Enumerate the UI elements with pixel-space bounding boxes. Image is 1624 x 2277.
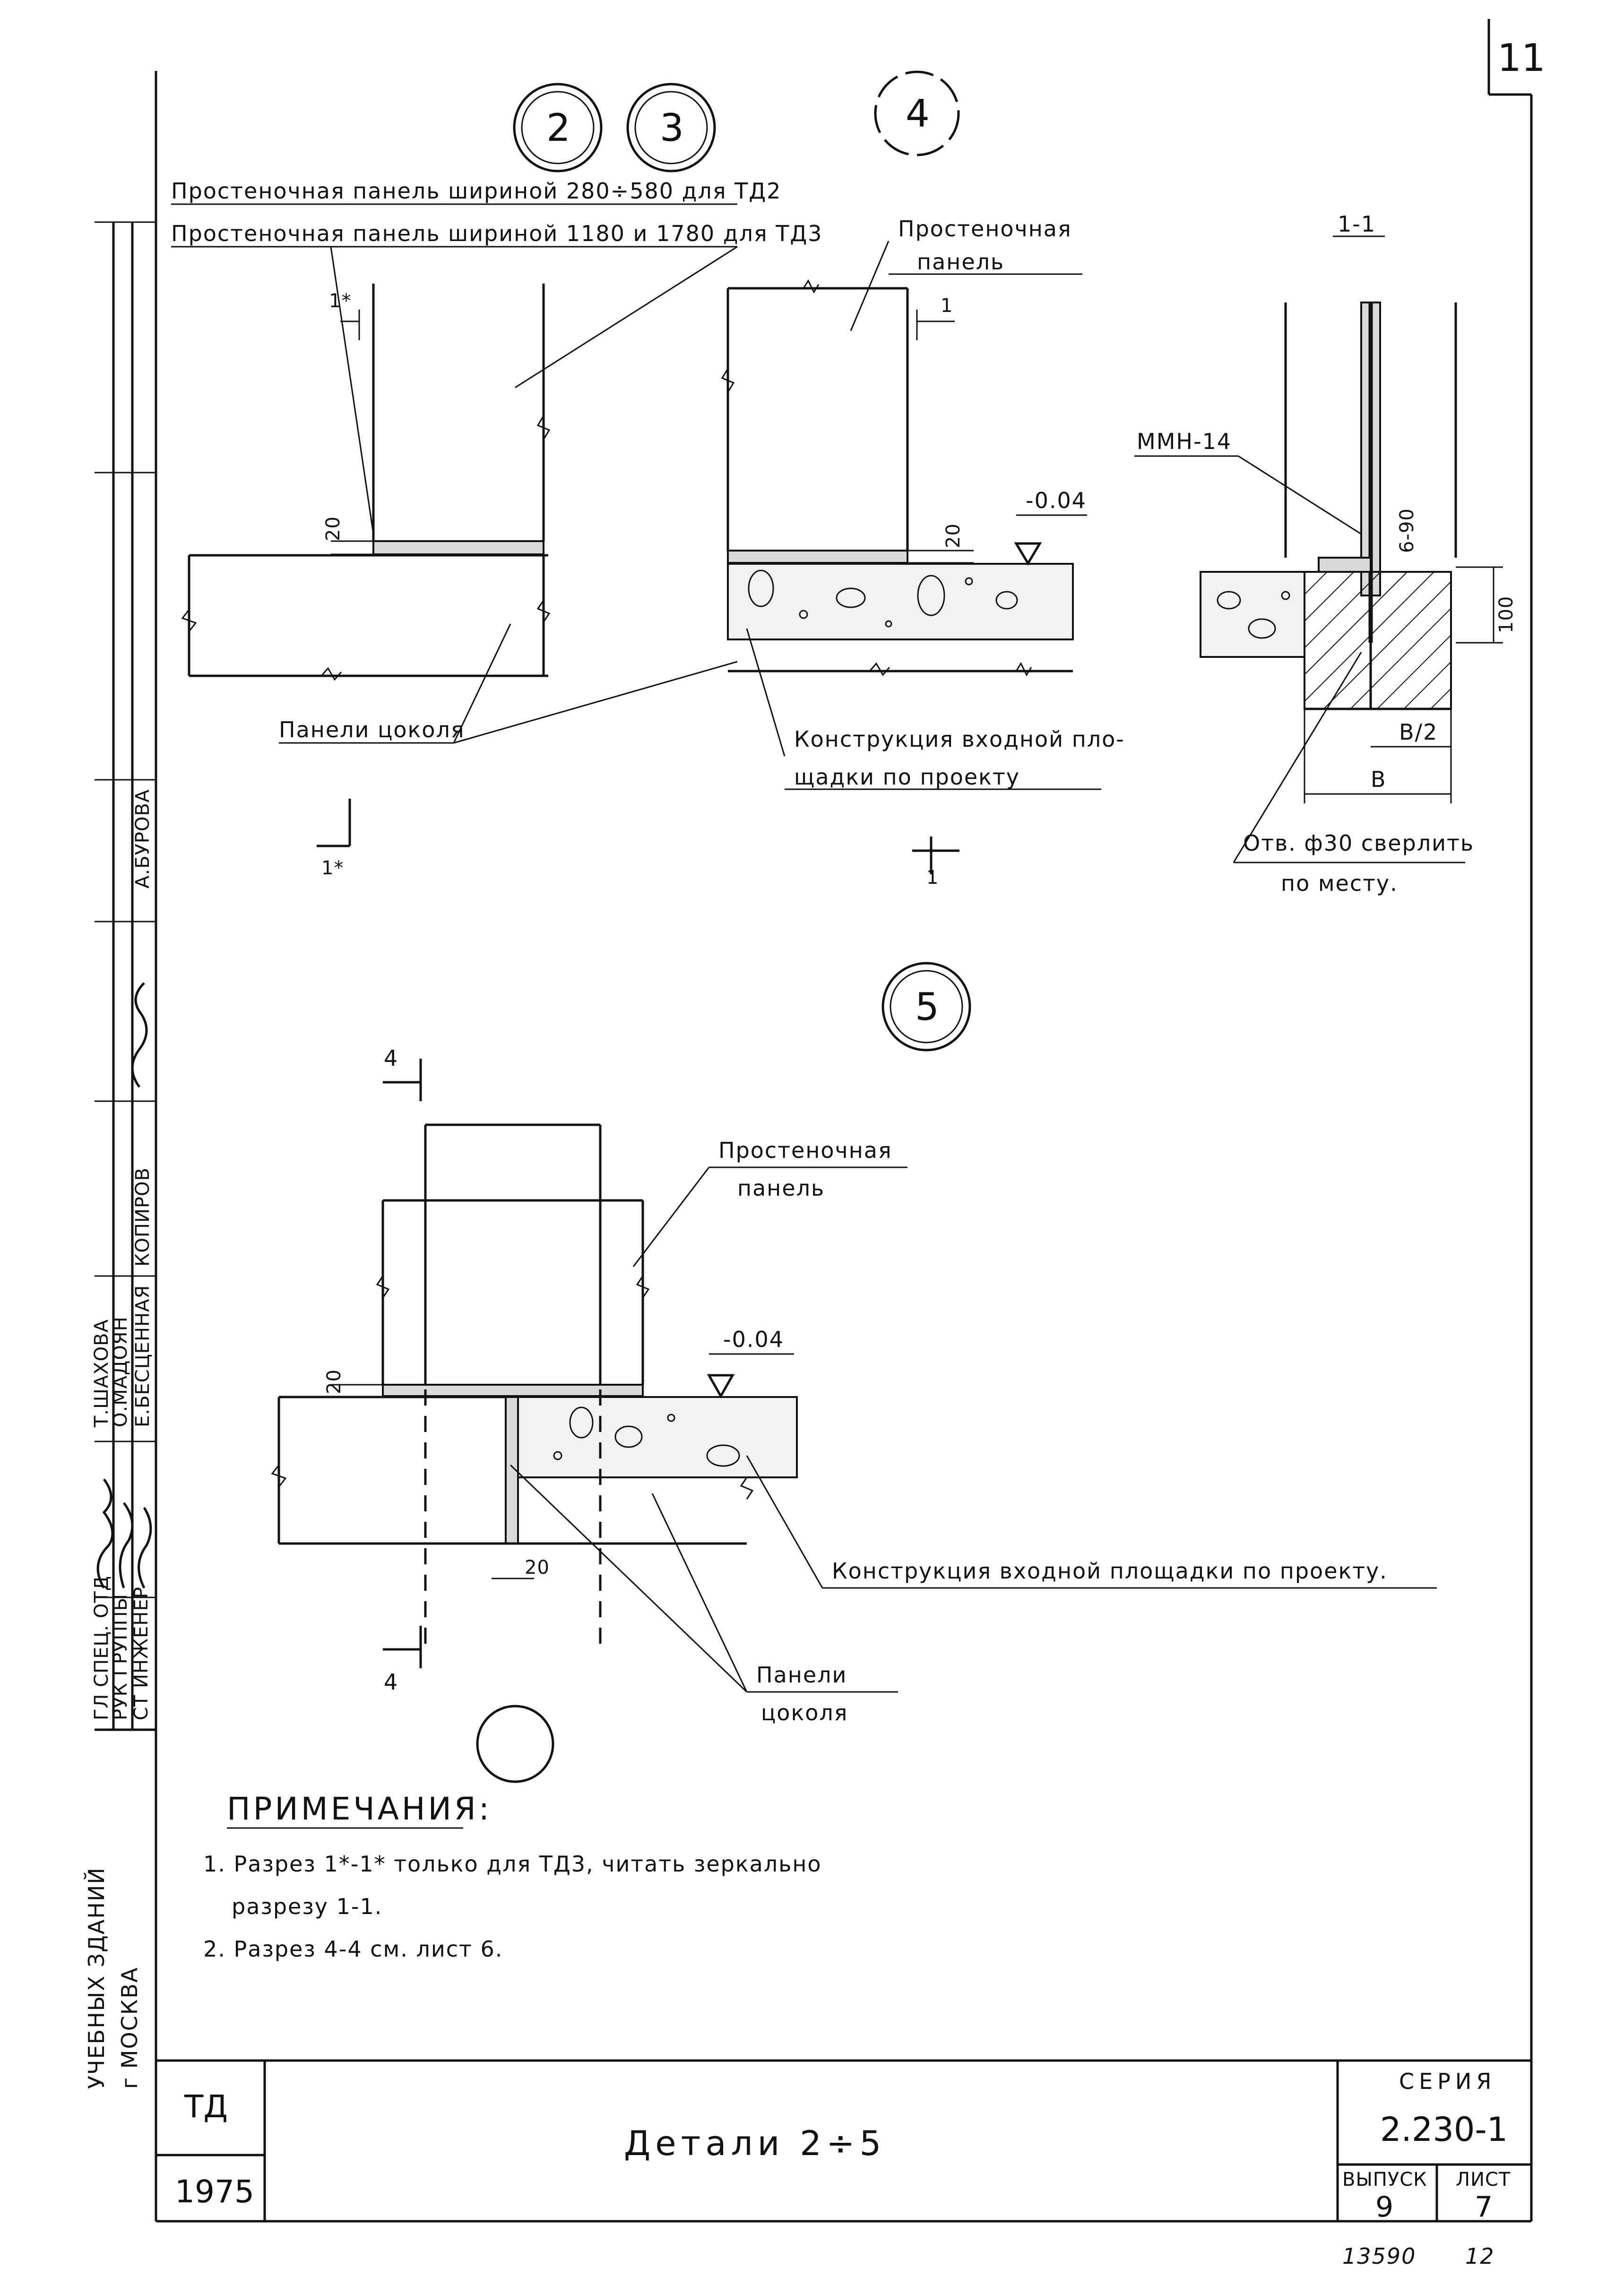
label-panel-width-td2: Простеночная панель шириной 280÷580 для … — [171, 178, 781, 204]
label-plinth-5-line2: цоколя — [761, 1700, 848, 1725]
section-mark-1star-bottom: 1* — [321, 857, 344, 879]
signature-1 — [131, 982, 148, 1088]
detail-5: 4 Простеночная панель -0.04 20 20 — [271, 1045, 1437, 1783]
section-mark-1star-top: 1* — [329, 290, 351, 312]
stamp-page: 12 — [1465, 2243, 1495, 2269]
level-mark-5: -0.04 — [723, 1327, 784, 1352]
detail-marker-3: 3 — [660, 106, 684, 150]
name-copier: КОПИРОВ — [132, 1167, 154, 1267]
stamp-number: 13590 — [1342, 2243, 1416, 2269]
label-plinth-5-line1: Панели — [756, 1662, 847, 1688]
role-chief: ГЛ СПЕЦ. ОТД — [91, 1576, 112, 1720]
note-2: 2. Разрез 4-4 см. лист 6. — [203, 1936, 503, 1962]
series-value: 2.230-1 — [1380, 2110, 1508, 2149]
platform-concrete-4 — [727, 563, 1074, 640]
org-code: ТД — [184, 2088, 228, 2125]
issue-value: 9 — [1375, 2191, 1393, 2224]
label-panel-4-line1: Простеночная — [898, 216, 1072, 242]
label-rod: ММН-14 — [1137, 429, 1232, 454]
label-panel-4-line2: панель — [917, 249, 1004, 275]
label-panel-width-td3: Простеночная панель шириной 1180 и 1780 … — [171, 221, 823, 246]
issue-label: ВЫПУСК — [1342, 2169, 1427, 2191]
section-mark-1-top: 1 — [941, 295, 953, 317]
side-stamp: ГЛ СПЕЦ. ОТД РУК ГРУППЫ СТ ИНЖЕНЕР А.БУР… — [84, 221, 156, 2089]
year: 1975 — [175, 2174, 254, 2210]
section-mark-1-bottom: 1 — [926, 867, 939, 888]
detail-marker-5: 5 — [915, 985, 939, 1029]
title-block: ТД 1975 Детали 2÷5 СЕРИЯ 2.230-1 ВЫПУСК … — [156, 2059, 1531, 2269]
role-group-lead: РУК ГРУППЫ — [110, 1594, 131, 1720]
dim-half-b: B/2 — [1399, 719, 1438, 745]
platform-concrete-5 — [517, 1396, 798, 1478]
sheet-label: ЛИСТ — [1456, 2169, 1511, 2191]
dim-gap: 6-90 — [1396, 508, 1418, 553]
dim-joint-d5-bottom: 20 — [525, 1557, 550, 1578]
note-1: 1. Разрез 1*-1* только для ТД3, читать з… — [203, 1851, 822, 1877]
label-platform-4-line1: Конструкция входной пло- — [794, 726, 1125, 752]
dim-joint-d4: 20 — [942, 523, 964, 548]
label-hole-line1: Отв. ф30 сверлить — [1243, 830, 1474, 856]
label-plinth-panels: Панели цоколя — [279, 717, 465, 742]
label-panel-5-line2: панель — [737, 1175, 825, 1201]
label-platform-4-line2: щадки по проекту — [794, 764, 1020, 790]
detail-marker-2: 2 — [546, 106, 570, 150]
dim-full-b: B — [1371, 767, 1387, 792]
dim-joint-d23: 20 — [322, 516, 344, 541]
series-label: СЕРИЯ — [1399, 2069, 1496, 2094]
notes: ПРИМЕЧАНИЯ: 1. Разрез 1*-1* только для Т… — [203, 1791, 822, 1962]
level-mark-4: -0.04 — [1026, 488, 1087, 513]
notes-heading: ПРИМЕЧАНИЯ: — [227, 1791, 492, 1827]
note-1-cont: разрезу 1-1. — [232, 1894, 382, 1919]
label-panel-5-line1: Простеночная — [718, 1138, 892, 1163]
institute-name: УЧЕБНЫХ ЗДАНИЙ — [84, 1867, 109, 2089]
sheet-number-corner: 11 — [1497, 36, 1546, 80]
signature-2 — [96, 1478, 114, 1589]
name-burova: А.БУРОВА — [132, 789, 154, 888]
sheet-title: Детали 2÷5 — [624, 2123, 886, 2163]
empty-detail-marker — [476, 1705, 554, 1783]
dim-joint-d5-top: 20 — [323, 1369, 345, 1394]
label-platform-5: Конструкция входной площадки по проекту. — [832, 1558, 1388, 1584]
dim-depth: 100 — [1495, 596, 1517, 633]
sheet-value: 7 — [1475, 2191, 1493, 2224]
detail-markers: 2 3 4 5 — [513, 70, 971, 1052]
section-mark-4-bottom: 4 — [384, 1669, 398, 1695]
name-madoyan: О.МАДОЯН — [110, 1316, 131, 1427]
section-mark-4-top: 4 — [384, 1045, 398, 1071]
signature-3 — [119, 1502, 134, 1588]
role-engineer: СТ ИНЖЕНЕР — [130, 1587, 152, 1720]
institute-city: г МОСКВА — [117, 1967, 142, 2089]
section-title-1-1: 1-1 — [1338, 211, 1376, 237]
signature-4 — [138, 1507, 152, 1589]
section-1-1: 1-1 ММН-14 6-90 100 B/2 B Отв. ф30 сверл… — [1134, 211, 1517, 896]
label-hole-line2: по месту. — [1281, 871, 1398, 896]
detail-marker-4: 4 — [906, 92, 930, 136]
detail-4: Простеночная панель 1 20 -0.04 Конструкц… — [721, 216, 1125, 888]
detail-2-3: Простеночная панель шириной 280÷580 для … — [171, 178, 823, 879]
sheet-frame: 11 — [155, 19, 1546, 2223]
name-bescennaya: Е.БЕСЦЕННАЯ — [132, 1285, 154, 1427]
name-shakhova: Т.ШАХОВА — [91, 1319, 112, 1428]
